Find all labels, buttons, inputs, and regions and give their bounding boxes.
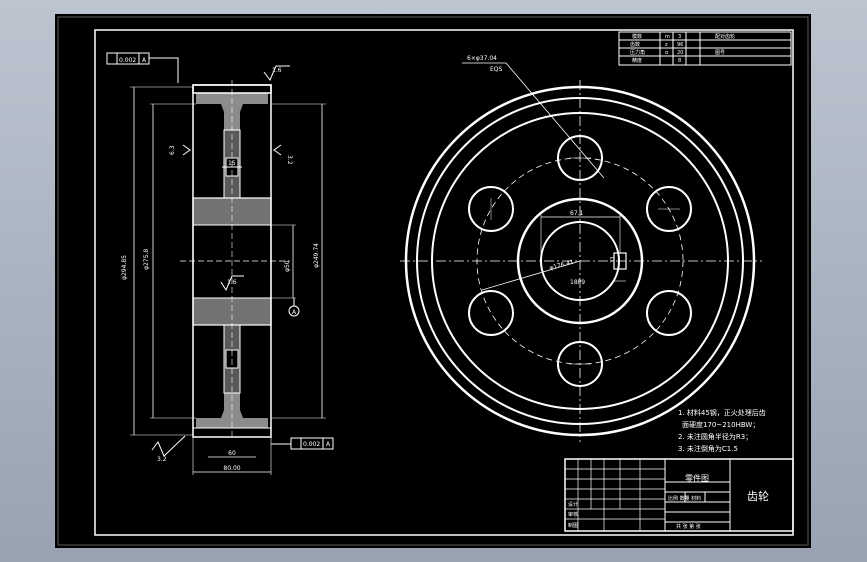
param-table: 模数 m 3 配对齿轮 齿数 z 96 压力角 α 20 图号 精度 8 [618, 31, 792, 66]
param-r2c3: 图号 [715, 50, 725, 56]
dim-slot: 15 [228, 160, 236, 167]
note-3: 3. 未注倒角为C1.5 [678, 444, 738, 453]
part-name: 齿轮 [747, 489, 769, 503]
dim-hub-dia: φ249.74 [313, 243, 320, 268]
dim-web-right: 3.2 [286, 155, 293, 165]
datum-label: A [292, 309, 297, 316]
title-block: 零件图 齿轮 比例 数量 材料 设计 审核 制图 共 张 第 张 [564, 458, 794, 532]
param-r1c1: z [665, 42, 668, 48]
roughness-hub: 1.6 [227, 279, 237, 286]
hole-upper-left [468, 186, 514, 232]
param-r0c0: 模数 [632, 33, 642, 40]
tolerance-top-value: 0.002 [119, 57, 136, 64]
designer-row: 设计 [568, 501, 578, 508]
hole-top [557, 135, 603, 181]
note-1b: 面硬度170~210HBW； [682, 420, 759, 429]
scale-row: 比例 数量 材料 [668, 495, 701, 502]
param-r2c1: α [665, 50, 669, 56]
footer-row: 共 张 第 张 [676, 523, 701, 530]
roughness-bottom: 3.2 [157, 456, 167, 463]
param-r2c2: 20 [677, 50, 683, 56]
dim-face-width: 80.00 [223, 465, 240, 472]
roughness-top: 1.6 [272, 67, 282, 74]
tolerance-bottom-value: 0.002 [303, 441, 320, 448]
drawing-frame [94, 29, 794, 536]
dim-total-dia: φ294.85 [121, 255, 128, 280]
key-dim: 33 [610, 257, 616, 263]
dim-root-dia: φ275.8 [143, 249, 150, 270]
hole-callout: 6×φ37.04 [467, 55, 497, 62]
code-row: 制图 [568, 522, 578, 529]
hole-bottom [557, 341, 603, 387]
param-r3c0: 精度 [632, 57, 642, 64]
param-r1c2: 96 [677, 42, 683, 48]
hole-lower-right [646, 290, 692, 336]
note-2: 2. 未注圆角半径为R3； [678, 432, 752, 441]
section-view: 0.002 A 1.6 6.3 3.2 15 [106, 52, 334, 475]
dim-bore: φ50 [284, 260, 291, 272]
tolerance-top-ref: A [142, 57, 147, 64]
bore-label: 18P9 [570, 279, 585, 286]
hole-callout-sub: EQS [490, 66, 503, 73]
sheet-border [57, 16, 809, 546]
sheet-label: 零件图 [685, 473, 709, 483]
param-r3c2: 8 [678, 58, 681, 64]
dim-hub-width: 60 [228, 450, 236, 457]
note-1: 1. 材料45钢，正火处理后齿 [678, 408, 766, 417]
dim-web-left: 6.3 [169, 145, 176, 155]
param-r0c2: 3 [678, 34, 681, 40]
param-r0c1: m [665, 34, 670, 40]
hole-upper-right [646, 186, 692, 232]
param-r1c0: 齿数 [630, 41, 640, 48]
technical-notes: 1. 材料45钢，正火处理后齿 面硬度170~210HBW； 2. 未注圆角半径… [678, 408, 766, 453]
check-row: 审核 [568, 511, 578, 518]
param-r0c3: 配对齿轮 [715, 33, 735, 40]
front-view: 6×φ37.04 EQS 67.1 φ176.41 18P9 33 [400, 55, 762, 442]
hole-lower-left [468, 290, 514, 336]
keyway-width: 67.1 [570, 210, 584, 217]
param-r2c0: 压力角 [630, 49, 645, 56]
tolerance-bottom-ref: A [326, 441, 331, 448]
